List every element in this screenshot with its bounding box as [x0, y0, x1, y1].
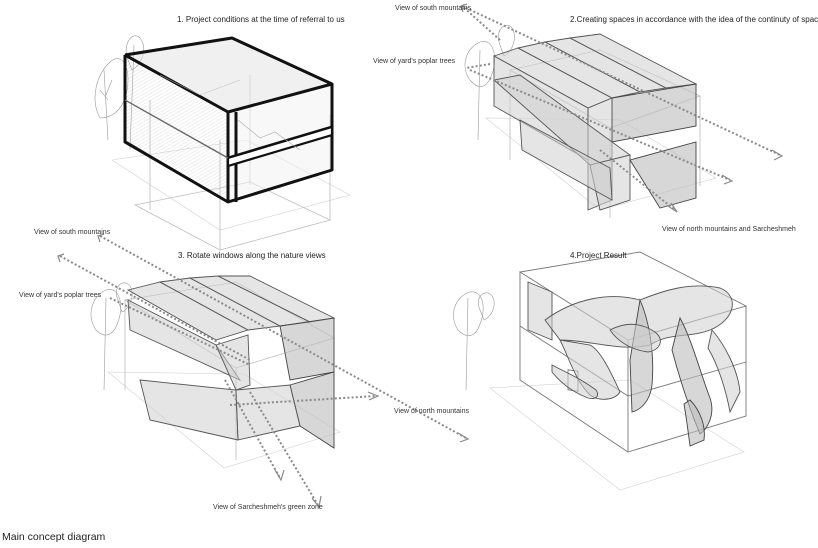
- view-arrows: [460, 3, 784, 213]
- panel-3: 3. Rotate windows along the nature views…: [19, 229, 469, 511]
- label-poplar-trees: View of yard's poplar trees: [19, 292, 102, 299]
- panel-4-title: 4.Project Result: [570, 251, 627, 260]
- panel-1: 1. Project conditions at the time of ref…: [94, 15, 351, 251]
- panel-2: 2.Creating spaces in accordance with the…: [373, 3, 818, 233]
- panel-1-title: 1. Project conditions at the time of ref…: [177, 15, 345, 24]
- label-poplar-trees: View of yard's poplar trees: [373, 58, 456, 65]
- rotated-window-volumes: [126, 275, 336, 449]
- figure-caption: Main concept diagram: [2, 531, 106, 543]
- organic-spaces: [544, 285, 741, 447]
- view-arrows: [57, 233, 470, 509]
- label-green-zone: View of Sarcheshmeh's green zone: [213, 504, 323, 511]
- panel-2-title: 2.Creating spaces in accordance with the…: [570, 15, 818, 24]
- panel-4: 4.Project Result: [453, 251, 748, 491]
- existing-structure-frame: [123, 36, 334, 204]
- label-north-mountains: View of north mountains: [394, 408, 469, 415]
- poplar-trees-icon: [453, 291, 495, 391]
- label-south-mountains: View of south mountains: [34, 229, 111, 236]
- label-north-mountains: View of north mountains and Sarcheshmeh: [662, 226, 796, 233]
- label-south-mountains: View of south mountains: [395, 5, 472, 12]
- space-volumes: [492, 33, 698, 211]
- panel-3-title: 3. Rotate windows along the nature views: [178, 251, 326, 260]
